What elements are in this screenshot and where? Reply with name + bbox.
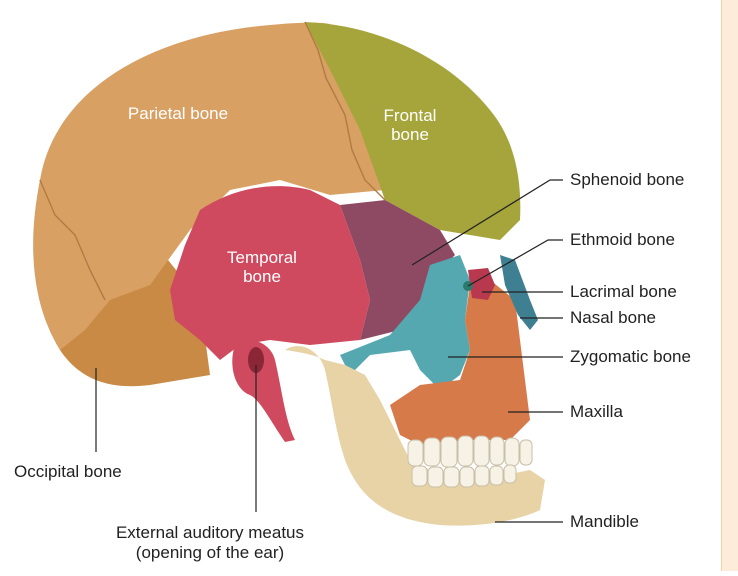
occipital-bone-callout: Occipital bone (14, 462, 122, 482)
ethmoid-bone-callout: Ethmoid bone (570, 230, 675, 250)
meatus-callout-line1: External auditory meatus (85, 523, 335, 543)
lacrimal-bone-callout: Lacrimal bone (570, 282, 677, 302)
external-auditory-meatus-callout: External auditory meatus (opening of the… (85, 523, 335, 563)
temporal-bone-label-line2: bone (207, 267, 317, 286)
nasal-bone-callout: Nasal bone (570, 308, 656, 328)
frontal-bone-label-line2: bone (365, 125, 455, 144)
parietal-bone-label: Parietal bone (108, 104, 248, 123)
frontal-bone-label: Frontal bone (365, 106, 455, 144)
zygomatic-bone-callout: Zygomatic bone (570, 347, 691, 367)
side-panel-strip (721, 0, 738, 571)
mandible-callout: Mandible (570, 512, 639, 532)
mastoid-process (232, 340, 295, 442)
temporal-bone-label-line1: Temporal (207, 248, 317, 267)
frontal-bone-label-line1: Frontal (365, 106, 455, 125)
upper-teeth (408, 436, 532, 467)
maxilla-callout: Maxilla (570, 402, 623, 422)
sphenoid-bone-callout: Sphenoid bone (570, 170, 684, 190)
temporal-bone-label: Temporal bone (207, 248, 317, 286)
meatus-callout-line2: (opening of the ear) (85, 543, 335, 563)
